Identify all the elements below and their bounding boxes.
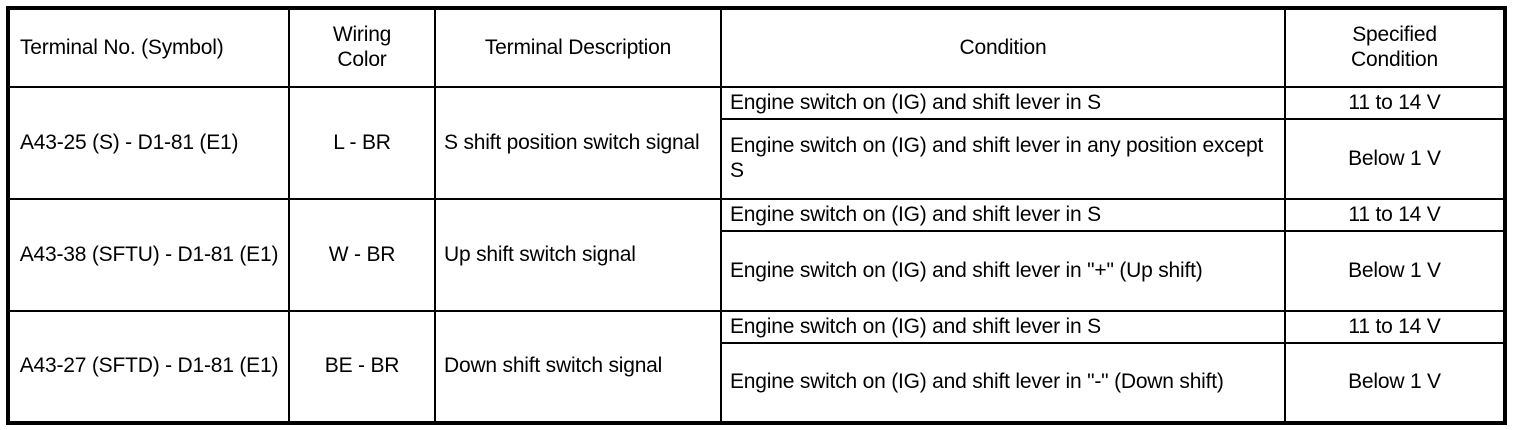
- table-row: Engine switch on (IG) and shift lever in…: [8, 118, 1506, 200]
- cell-specified-condition: 11 to 14 V: [1284, 198, 1506, 232]
- cell-wiring-color: L - BR: [288, 86, 436, 200]
- terminal-specification-table: Terminal No. (Symbol) Wiring Color Termi…: [6, 6, 1507, 425]
- table-header: Terminal No. (Symbol) Wiring Color Termi…: [7, 7, 1506, 88]
- column-header-terminal-no: Terminal No. (Symbol): [7, 7, 290, 88]
- column-header-specified-condition-line1: Specified: [1352, 23, 1437, 47]
- cell-condition: Engine switch on (IG) and shift lever in…: [720, 198, 1286, 232]
- cell-specified-condition: 11 to 14 V: [1284, 310, 1506, 344]
- cell-terminal-description: S shift position switch signal: [434, 86, 722, 200]
- cell-specified-condition: Below 1 V: [1284, 118, 1506, 200]
- column-header-terminal-description: Terminal Description: [434, 7, 722, 88]
- table-row: A43-38 (SFTU) - D1-81 (E1) W - BR Up shi…: [7, 198, 1506, 312]
- column-header-specified-condition-line2: Condition: [1351, 48, 1438, 71]
- cell-condition: Engine switch on (IG) and shift lever in…: [720, 118, 1286, 200]
- table-row: Engine switch on (IG) and shift lever in…: [8, 230, 1506, 312]
- cell-condition: Engine switch on (IG) and shift lever in…: [720, 86, 1286, 120]
- cell-terminal-no: A43-27 (SFTD) - D1-81 (E1): [7, 310, 290, 424]
- cell-terminal-description: Up shift switch signal: [434, 198, 722, 312]
- cell-condition: Engine switch on (IG) and shift lever in…: [720, 230, 1286, 312]
- column-header-condition: Condition: [720, 7, 1286, 88]
- cell-specified-condition: 11 to 14 V: [1284, 86, 1506, 120]
- cell-condition: Engine switch on (IG) and shift lever in…: [720, 310, 1286, 344]
- cell-terminal-description: Down shift switch signal: [434, 310, 722, 424]
- cell-specified-condition: Below 1 V: [1284, 342, 1506, 424]
- cell-terminal-no: A43-25 (S) - D1-81 (E1): [7, 86, 290, 200]
- column-header-wiring-color-line2: Color: [337, 48, 387, 71]
- header-row: Terminal No. (Symbol) Wiring Color Termi…: [7, 7, 1506, 88]
- table-body: A43-25 (S) - D1-81 (E1) L - BR S shift p…: [7, 86, 1506, 424]
- cell-wiring-color: BE - BR: [288, 310, 436, 424]
- table-row: Engine switch on (IG) and shift lever in…: [8, 342, 1506, 424]
- table-row: A43-27 (SFTD) - D1-81 (E1) BE - BR Down …: [7, 310, 1506, 424]
- cell-specified-condition: Below 1 V: [1284, 230, 1506, 312]
- cell-wiring-color: W - BR: [288, 198, 436, 312]
- column-header-specified-condition: Specified Condition: [1284, 7, 1506, 88]
- column-header-wiring-color-line1: Wiring: [332, 23, 392, 47]
- cell-terminal-no: A43-38 (SFTU) - D1-81 (E1): [7, 198, 290, 312]
- table-sheet: Terminal No. (Symbol) Wiring Color Termi…: [6, 6, 1507, 425]
- table-row: A43-25 (S) - D1-81 (E1) L - BR S shift p…: [7, 86, 1506, 200]
- column-header-wiring-color: Wiring Color: [288, 7, 436, 88]
- cell-condition: Engine switch on (IG) and shift lever in…: [720, 342, 1286, 424]
